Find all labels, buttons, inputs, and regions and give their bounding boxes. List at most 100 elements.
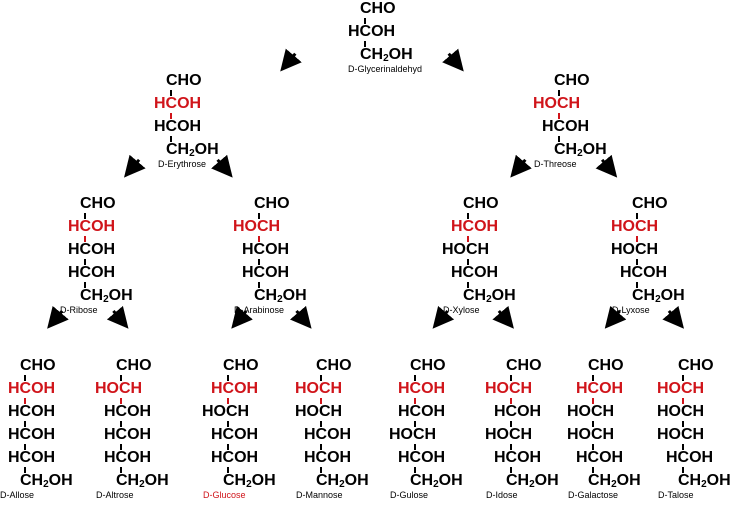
formula-text: HCOH <box>68 241 116 258</box>
formula-text: HCOH <box>398 403 446 420</box>
bond-line <box>227 444 229 450</box>
sugar-name: D-Glucose <box>203 490 246 500</box>
bond-line <box>510 444 512 450</box>
sugar-name: D-Ribose <box>60 305 98 315</box>
bond-line <box>320 375 322 381</box>
formula-text: CHO <box>506 357 542 374</box>
bond-line <box>592 421 594 427</box>
arrow-arabinose-to-glucose <box>231 305 253 329</box>
formula-text: CH2OH <box>506 472 559 490</box>
formula-text: HOCH <box>657 380 705 397</box>
formula-text: HOCH <box>657 403 705 420</box>
bond-line <box>558 113 560 119</box>
formula-text: HCOH <box>398 380 446 397</box>
formula-text: CHO <box>80 195 116 212</box>
bond-line <box>120 375 122 381</box>
formula-text: HOCH <box>202 403 250 420</box>
formula-row: HCOH <box>398 380 450 404</box>
formula-row: HCOH <box>304 449 365 473</box>
formula-text: HOCH <box>233 218 281 235</box>
formula-row: CH2OH <box>554 141 607 164</box>
formula-row: HCOH <box>68 218 120 242</box>
formula-row: HCOH <box>242 264 306 288</box>
bond-line <box>320 444 322 450</box>
formula-text: CHO <box>116 357 152 374</box>
formula-text: HCOH <box>154 118 202 135</box>
formula-text: HOCH <box>295 403 343 420</box>
formula-row: CHO <box>223 357 268 381</box>
formula-text: HCOH <box>304 449 352 466</box>
formula-row: HCOH <box>104 449 156 473</box>
sugar-name: D-Altrose <box>96 490 134 500</box>
bond-line <box>24 398 26 404</box>
bond-line <box>258 236 260 242</box>
formula-row: HOCH <box>485 380 540 404</box>
bond-line <box>227 375 229 381</box>
formula-row: HCOH <box>211 449 268 473</box>
formula-row: HOCH <box>95 380 156 404</box>
sugar-name: D-Talose <box>658 490 694 500</box>
bond-line <box>592 467 594 473</box>
formula-row: HOCH <box>295 403 365 427</box>
formula-row: HCOH <box>104 403 156 427</box>
formula-row: HCOH <box>494 449 541 473</box>
sugar-name: D-Gulose <box>390 490 429 500</box>
bond-line <box>636 236 638 242</box>
arrow-erythrose-to-arabinose <box>211 154 233 178</box>
formula-row: CH2OH <box>166 141 219 164</box>
bond-line <box>258 259 260 265</box>
formula-row: HCOH <box>542 118 599 142</box>
formula-row: HOCH <box>202 403 268 427</box>
formula-row: HCOH <box>8 426 56 450</box>
formula-row: CHO <box>360 0 436 24</box>
formula-row: HCOH <box>576 380 640 404</box>
formula-row: CH2OH <box>116 472 169 495</box>
bond-line <box>227 421 229 427</box>
formula-row: CH2OH <box>410 472 463 495</box>
formula-row: CH2OH <box>463 287 516 310</box>
bond-line <box>227 467 229 473</box>
arrow-ribose-to-allose <box>47 305 69 329</box>
sugar-name: D-Arabinose <box>234 305 285 315</box>
formula-text: HCOH <box>104 426 152 443</box>
formula-row: HOCH <box>567 403 640 427</box>
bond-line <box>120 444 122 450</box>
formula-row: HOCH <box>233 218 306 242</box>
formula-row: HOCH <box>657 403 716 427</box>
formula-row: HCOH <box>242 241 306 265</box>
formula-text: HOCH <box>611 241 659 258</box>
bond-line <box>558 90 560 96</box>
formula-text: CHO <box>632 195 668 212</box>
formula-text: HCOH <box>211 426 259 443</box>
bond-line <box>120 421 122 427</box>
bond-line <box>510 467 512 473</box>
arrow-erythrose-to-ribose <box>124 154 146 178</box>
formula-row: CHO <box>316 357 365 381</box>
sugar-name: D-Allose <box>0 490 35 500</box>
formula-text: HCOH <box>666 449 714 466</box>
arrow-glycerinaldehyd-to-threose <box>442 48 464 72</box>
formula-text: HCOH <box>576 449 624 466</box>
bond-line <box>24 375 26 381</box>
bond-line <box>510 398 512 404</box>
formula-row: HCOH <box>211 380 268 404</box>
formula-row: HCOH <box>154 95 216 119</box>
formula-text: CHO <box>166 72 202 89</box>
formula-text: HCOH <box>620 264 668 281</box>
formula-row: HOCH <box>533 95 599 119</box>
formula-text: HCOH <box>348 23 396 40</box>
bond-line <box>636 213 638 219</box>
bond-line <box>364 41 366 47</box>
bond-line <box>467 236 469 242</box>
sugar-name: D-Glycerinaldehyd <box>348 64 423 74</box>
formula-row: HCOH <box>8 449 56 473</box>
bond-line <box>592 398 594 404</box>
formula-text: CH2OH <box>166 141 219 159</box>
formula-row: CHO <box>80 195 120 219</box>
arrows-layer <box>47 48 684 329</box>
formula-row: CHO <box>254 195 306 219</box>
formula-row: HCOH <box>304 426 365 450</box>
formula-text: CH2OH <box>316 472 369 490</box>
